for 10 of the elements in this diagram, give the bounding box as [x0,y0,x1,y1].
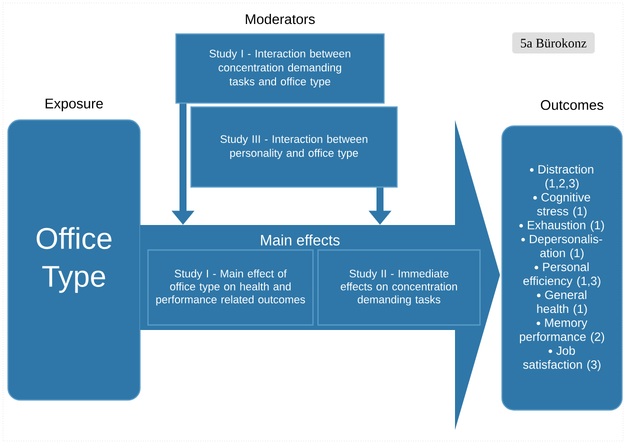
exposure-box: Office Type [7,119,141,401]
outcomes-box: Distraction (1,2,3) Cognitive stress (1) Exhaustion (1) Depersonalis- ation (1) Personal efficiency (1,3) General health (1) Memory performance (2) Job satisfaction (3) [501,125,623,411]
study-box: Study I - Interaction between concentration demanding tasks and office type [175,33,385,104]
study-box: Study III - Interaction between personality and office type [190,106,398,188]
study-box: Study II - Immediate effects on concentration demanding tasks [317,249,481,326]
band-heading: Main effects [261,234,340,246]
heading: Outcomes [540,100,604,110]
slide-tag: 5a Bürokonz [512,32,595,54]
heading: Exposure [46,98,103,112]
study-box: Study I - Main effect of office type on health and performance related outcomes [147,249,314,326]
